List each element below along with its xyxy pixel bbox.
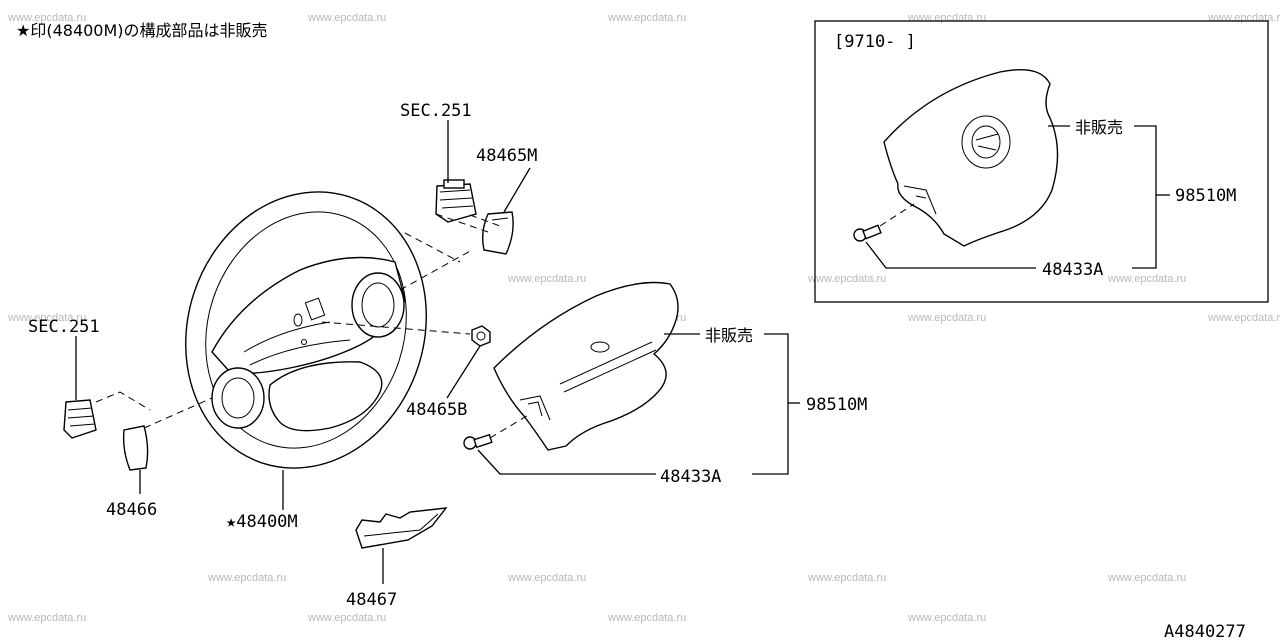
watermark-text: www.epcdata.ru [7,612,86,624]
watermark-text: www.epcdata.ru [507,273,586,285]
watermark-text: www.epcdata.ru [907,612,986,624]
cover-48465M [481,211,514,255]
watermark-text: www.epcdata.ru [1207,312,1280,324]
label-sec251-upper: SEC.251 [400,101,472,121]
label-main-98510M: 98510M [806,395,867,415]
switch-left [63,399,97,439]
nut-48465B [471,325,491,347]
watermark-text: www.epcdata.ru [907,12,986,24]
watermark-text: www.epcdata.ru [907,312,986,324]
bolt-48433A-main [463,433,493,450]
watermark-text: www.epcdata.ru [607,12,686,24]
steering-wheel [185,191,427,469]
diagram-code: A4840277 [1164,622,1246,640]
label-48467: 48467 [346,590,397,610]
watermark-text: www.epcdata.ru [807,273,886,285]
label-inset-not-sold: 非販売 [1075,118,1123,137]
bolt-48433A-inset [853,224,882,242]
airbag-module-main [493,281,679,451]
watermark-text: www.epcdata.ru [507,572,586,584]
watermark-text: www.epcdata.ru [7,312,86,324]
label-main-not-sold: 非販売 [705,326,753,345]
inset-panel: [9710- ] 非販売 98510M 48433A [814,20,1269,303]
header-note: ★印(48400M)の構成部品は非販売 [16,21,268,40]
airbag-module-inset [883,69,1059,247]
watermark-text: www.epcdata.ru [307,612,386,624]
watermark-text: www.epcdata.ru [1107,273,1186,285]
watermark-text: www.epcdata.ru [607,612,686,624]
inset-date-range: [9710- ] [834,32,916,52]
label-48400M: ★48400M [226,512,298,532]
watermark-text: www.epcdata.ru [7,12,86,24]
switch-upper [435,179,477,223]
watermark-text: www.epcdata.ru [207,572,286,584]
watermark-text: www.epcdata.ru [1207,12,1280,24]
cover-48466 [122,425,149,471]
bracket-48467 [355,507,448,549]
label-48465M: 48465M [476,146,537,166]
watermark-text: www.epcdata.ru [807,572,886,584]
watermark-text: www.epcdata.ru [1107,572,1186,584]
label-48465B: 48465B [406,400,467,420]
label-sec251-left: SEC.251 [28,317,100,337]
label-48466: 48466 [106,500,157,520]
label-inset-98510M: 98510M [1175,186,1236,206]
label-main-48433A: 48433A [660,467,721,487]
watermark-text: www.epcdata.ru [307,12,386,24]
label-inset-48433A: 48433A [1042,260,1103,280]
